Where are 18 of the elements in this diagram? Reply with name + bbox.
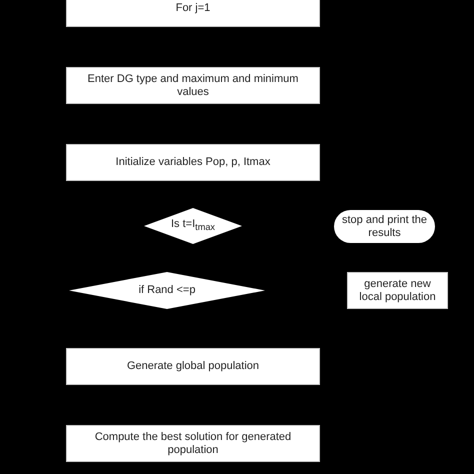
node-text: Generate global population	[126, 360, 260, 373]
node-text: Compute the best solution for generated population	[94, 430, 292, 456]
process-box	[347, 272, 448, 309]
process-box	[66, 348, 320, 385]
process-box	[66, 0, 320, 27]
terminal-shape	[334, 210, 435, 243]
process-box	[66, 425, 320, 462]
decision-diamond	[69, 272, 265, 309]
node-text: Initialize variables Pop, p, Itmax	[114, 156, 272, 169]
node-text: if Rand <=p	[138, 284, 196, 297]
process-box	[66, 144, 320, 181]
process-box	[66, 67, 320, 104]
decision-diamond	[144, 208, 242, 244]
node-text: Is t=I$_{tmax}$	[170, 218, 216, 234]
node-text: stop and print the results	[340, 214, 428, 240]
node-text: For j=1	[174, 2, 212, 15]
node-text: generate new local population	[358, 278, 437, 304]
node-text: Enter DG type and maximum and minimum values	[86, 72, 300, 98]
